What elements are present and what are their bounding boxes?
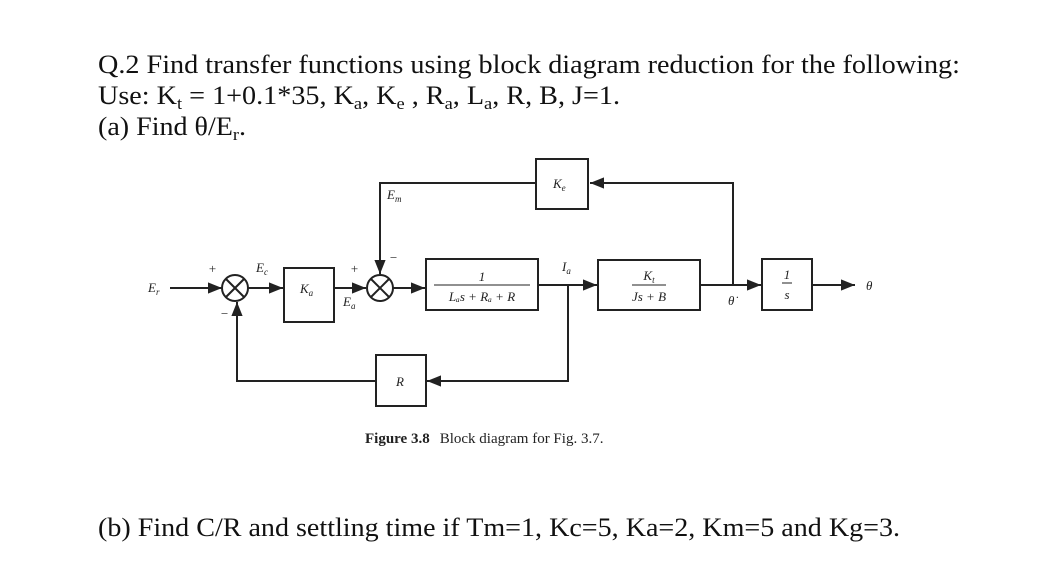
question-part-b: (b) Find C/R and settling time if Tm=1, …	[98, 513, 900, 542]
theta-dot-label: θ̇	[728, 293, 738, 308]
input-label: Er	[147, 280, 160, 297]
integrator-numerator: 1	[784, 267, 791, 282]
ka-label: Ka	[299, 281, 314, 298]
ea-label: Ea	[342, 294, 356, 311]
ke-block	[535, 158, 589, 210]
ke-label: Ke	[552, 176, 566, 193]
sum1-minus: −	[220, 306, 229, 321]
question-line-1: Q.2 Find transfer functions using block …	[98, 50, 960, 79]
armature-numerator: 1	[479, 269, 486, 284]
integrator-block	[761, 258, 813, 311]
block-diagram: Er + − Ec Ka Ea + − 1 Lₐs + Rₐ + R Ia	[147, 158, 873, 407]
sum2-plus: +	[350, 261, 359, 276]
integrator-denominator: s	[784, 287, 789, 302]
em-label: Em	[386, 187, 402, 204]
sum2-minus: −	[389, 250, 398, 265]
ka-block	[283, 267, 335, 323]
motor-denominator: Js + B	[632, 289, 666, 304]
motor-numerator: Kt	[642, 268, 655, 285]
r-label: R	[395, 374, 404, 389]
armature-denominator: Lₐs + Rₐ + R	[448, 289, 515, 304]
summing-junction-1	[221, 274, 249, 302]
ia-label: Ia	[561, 259, 571, 276]
ec-label: Ec	[255, 260, 268, 277]
sum1-plus: +	[208, 261, 217, 276]
summing-junction-2	[366, 274, 394, 302]
output-label: θ	[866, 278, 873, 293]
